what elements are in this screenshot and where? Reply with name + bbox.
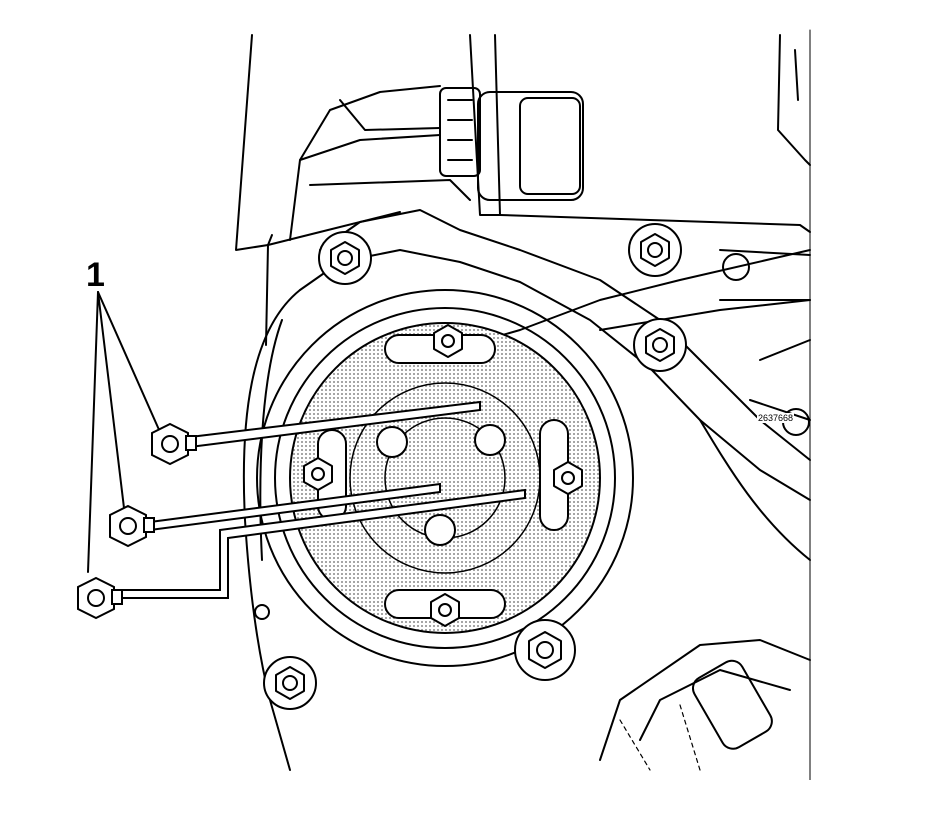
callout-number: 1 — [86, 256, 105, 294]
lower-bracket — [599, 639, 811, 771]
cover-hole — [254, 604, 270, 620]
pump-bolts — [303, 324, 583, 627]
figure-id-label: 2637668 — [757, 413, 795, 423]
callout-leaders — [87, 291, 161, 573]
hub-bolts — [376, 424, 506, 546]
pump-flange — [256, 289, 634, 667]
bolt-a — [151, 422, 197, 466]
bolt-c — [77, 576, 123, 620]
bolt-b — [109, 504, 155, 548]
cover-bolts — [263, 223, 687, 710]
sensor-connector — [439, 87, 584, 201]
cover-hole — [722, 253, 750, 281]
removed-bolts — [77, 400, 526, 620]
pump-flange-inner — [274, 307, 616, 649]
